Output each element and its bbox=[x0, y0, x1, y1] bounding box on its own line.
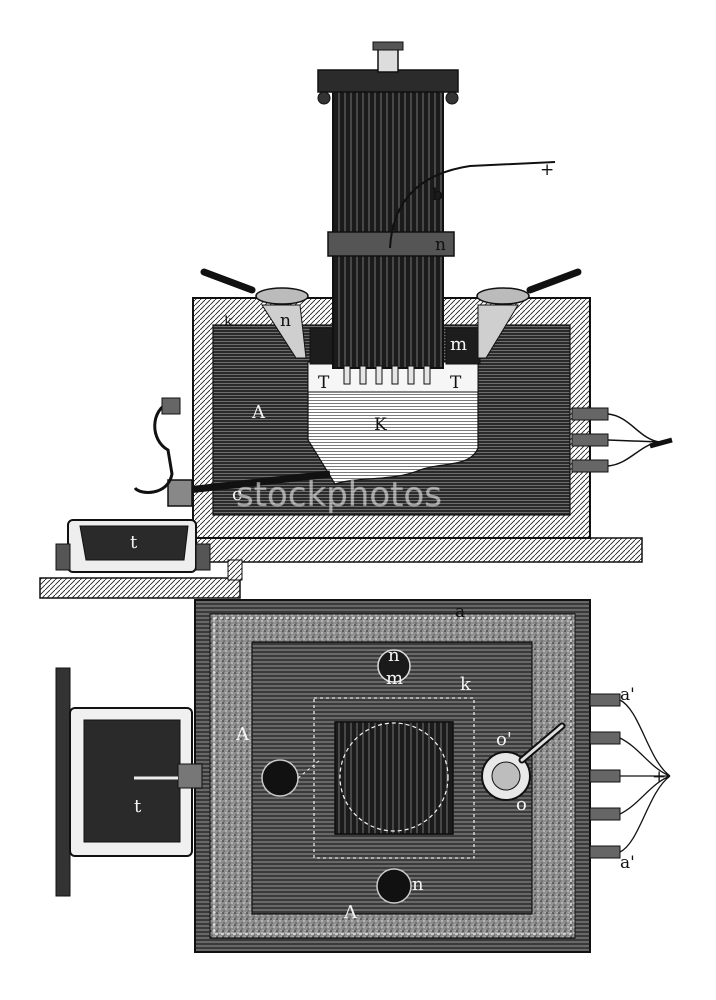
label-A-bottom: A bbox=[343, 902, 358, 923]
label-K: K bbox=[374, 415, 387, 435]
label-wire-mark-plan: + bbox=[652, 767, 666, 787]
watermark: stockphotos bbox=[236, 475, 442, 515]
label-a: a bbox=[455, 602, 465, 622]
label-m: m bbox=[386, 668, 403, 689]
label-c: c bbox=[232, 484, 242, 505]
plan-terminal-posts bbox=[589, 693, 671, 859]
label-n-left: n bbox=[280, 311, 291, 331]
label-n-bottom: n bbox=[412, 874, 424, 895]
label-k-top: k bbox=[224, 314, 233, 330]
label-A-left: A bbox=[235, 724, 250, 745]
label-m: m bbox=[450, 334, 467, 355]
label-n-top: n bbox=[388, 645, 400, 666]
label-o-prime: o' bbox=[496, 729, 512, 750]
electrode-bundle bbox=[317, 41, 556, 385]
elevation-view: b n + k n m T T A K c t bbox=[39, 41, 673, 599]
label-a-prime-bottom: a' bbox=[620, 853, 635, 873]
label-b: b bbox=[432, 185, 443, 205]
tapping-rod bbox=[133, 397, 331, 507]
label-o: o bbox=[516, 794, 527, 815]
label-t-pan: t bbox=[130, 532, 138, 553]
label-A: A bbox=[251, 402, 266, 423]
label-t: t bbox=[134, 796, 142, 817]
label-wire-mark: + bbox=[540, 160, 554, 180]
label-n-clamp: n bbox=[435, 235, 446, 255]
base-plate bbox=[39, 537, 643, 599]
label-k: k bbox=[460, 674, 472, 695]
label-t-left: T bbox=[318, 373, 330, 393]
terminal-posts bbox=[571, 407, 673, 473]
collector-pan bbox=[55, 519, 211, 573]
plan-view: a n m k A o' o a' a' + n A t bbox=[55, 599, 671, 953]
plan-collector-pan bbox=[55, 667, 203, 897]
label-t-right: T bbox=[450, 373, 462, 393]
label-a-prime-top: a' bbox=[620, 685, 635, 705]
